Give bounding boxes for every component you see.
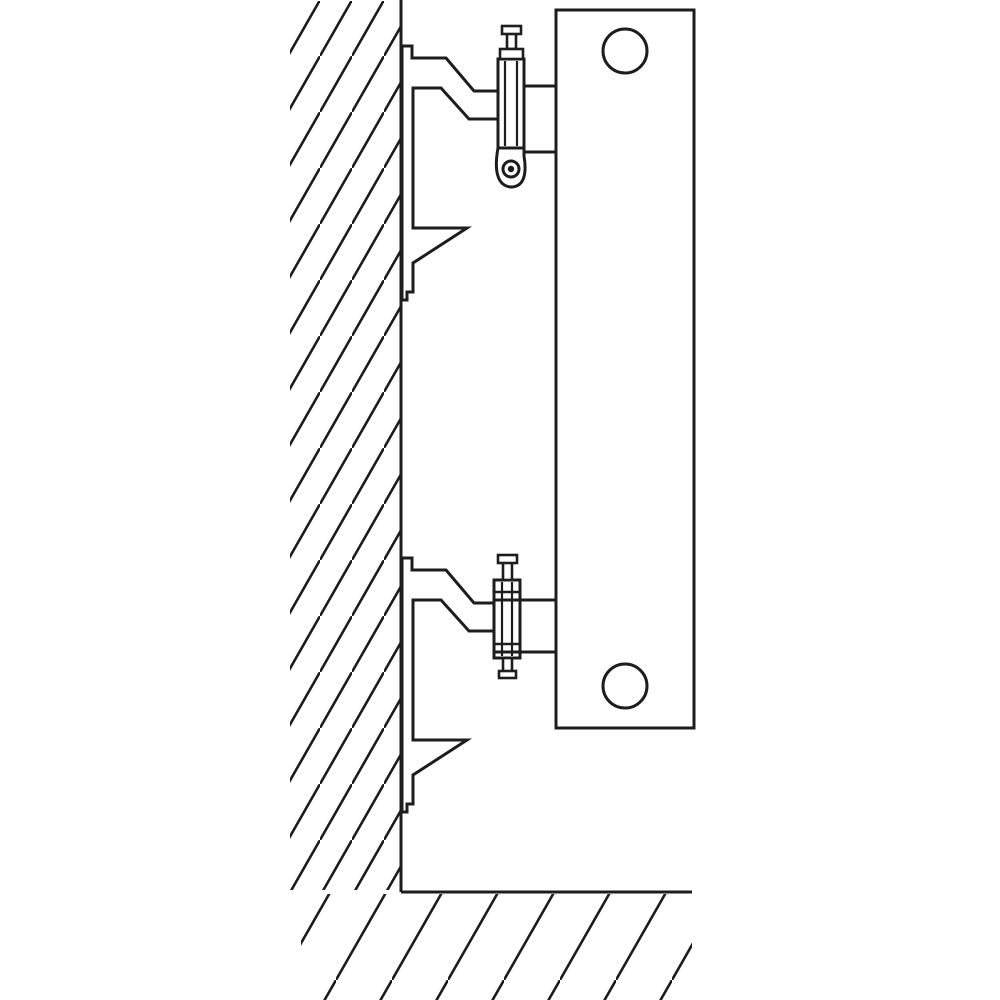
lower-bracket [400, 556, 501, 814]
upper-screw-stem [505, 31, 518, 51]
radiator-bottom-opening [601, 662, 649, 710]
radiator-panel-body [554, 8, 696, 730]
upper-screw-cap [500, 24, 523, 36]
upper-bracket-profile [400, 44, 501, 302]
lower-tail-cap [497, 669, 518, 680]
floor-hatching [301, 894, 692, 1000]
lower-radiator-tab-lines [494, 598, 556, 654]
upper-clamp [494, 24, 556, 189]
wall [290, 0, 403, 892]
upper-clamp-channel-inner-lines [503, 61, 519, 146]
radiator [554, 8, 696, 730]
upper-bracket [400, 44, 501, 302]
lower-screw-cap [496, 553, 519, 565]
radiator-top-opening [601, 27, 649, 75]
pivot-pin-center [507, 165, 515, 173]
lower-screw-stem [501, 560, 514, 582]
upper-hook [494, 147, 527, 189]
wall-hatching [290, 1, 401, 890]
lower-bracket-profile [400, 556, 501, 814]
upper-radiator-tab-lines [524, 84, 556, 154]
upper-clamp-channel [496, 57, 526, 150]
lower-clamp [492, 553, 556, 680]
floor [301, 890, 692, 1000]
lower-clamp-bands [494, 590, 520, 646]
upper-screw-collar [498, 47, 525, 61]
